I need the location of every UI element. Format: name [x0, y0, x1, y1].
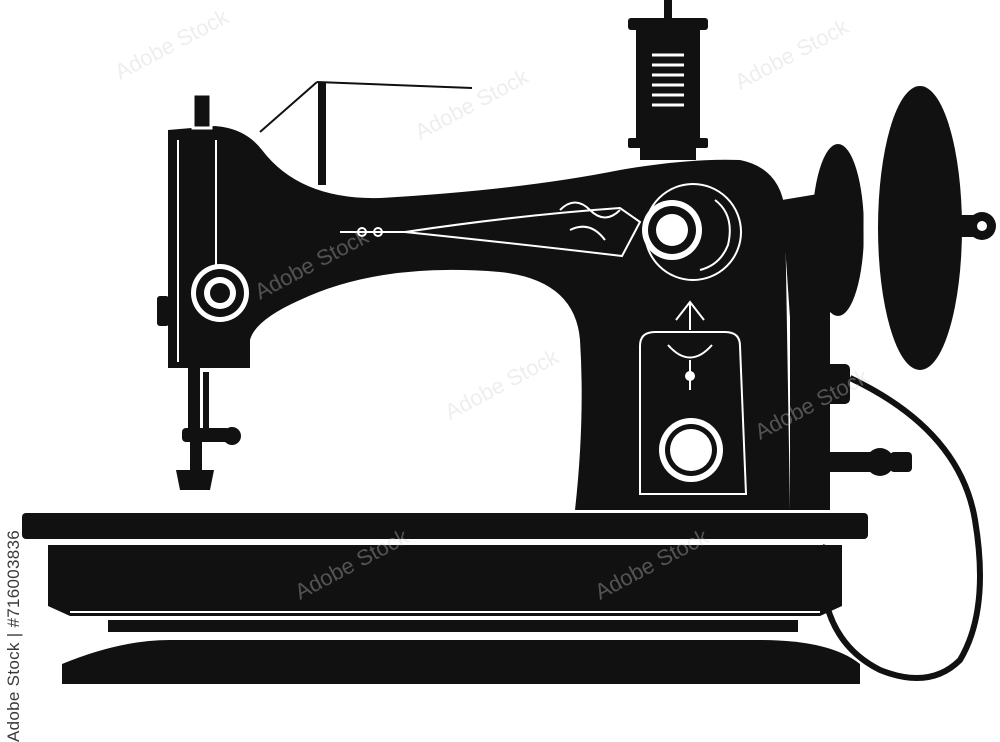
svg-text:Adobe Stock: Adobe Stock: [111, 3, 234, 84]
svg-text:Adobe Stock: Adobe Stock: [441, 343, 564, 424]
pillar-plate: [639, 300, 748, 495]
stock-id-label: Adobe Stock | #716003836: [4, 529, 23, 742]
machine-base: [22, 513, 868, 684]
needle-assembly: [176, 368, 241, 490]
sewing-machine-illustration: Adobe Stock Adobe Stock Adobe Stock Adob…: [22, 0, 996, 684]
svg-text:Adobe Stock: Adobe Stock: [411, 63, 534, 144]
power-cord: [818, 375, 983, 681]
arm-medallion: [642, 183, 742, 281]
hand-wheel: [782, 86, 996, 370]
stitch-lever: [790, 300, 912, 510]
tension-dial: [157, 264, 249, 326]
arm-ornament: [340, 201, 642, 258]
thread-guide: [259, 81, 473, 185]
svg-text:Adobe Stock: Adobe Stock: [731, 13, 854, 94]
thread-spool: [628, 0, 708, 160]
